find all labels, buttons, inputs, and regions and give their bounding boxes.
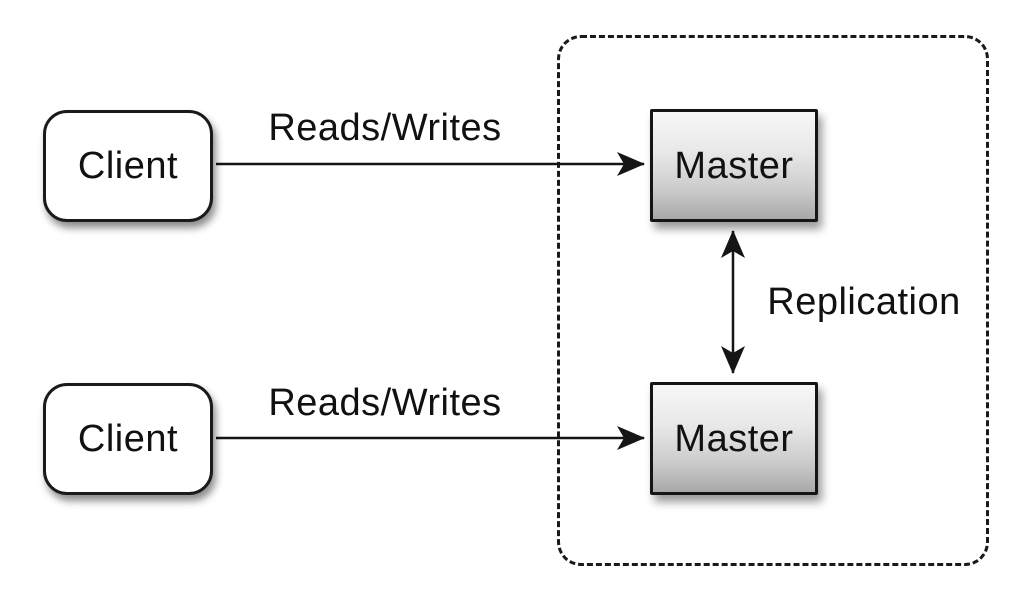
node-client-bottom: Client [43,383,213,495]
edge-label-replication: Replication [767,281,961,323]
node-client-top-label: Client [77,145,179,187]
node-client-bottom-label: Client [77,418,179,460]
node-client-top: Client [43,110,213,222]
edge-label-reads-writes-top: Reads/Writes [268,107,502,149]
node-master-top: Master [650,109,818,222]
node-master-bottom-label: Master [674,417,794,460]
edge-label-reads-writes-bottom: Reads/Writes [268,382,502,424]
node-master-bottom: Master [650,382,818,495]
node-master-top-label: Master [674,144,794,187]
replication-boundary-box [557,35,989,566]
